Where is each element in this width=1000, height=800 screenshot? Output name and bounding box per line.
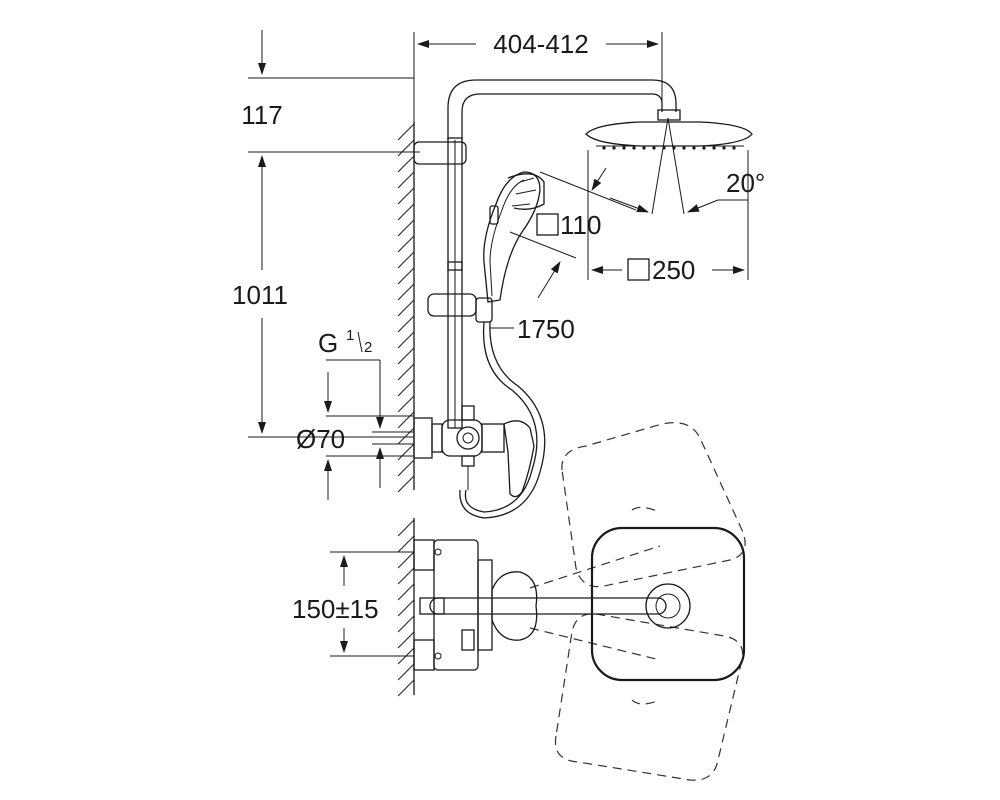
label-thread: G bbox=[318, 328, 338, 358]
lower-wall-hatching bbox=[397, 518, 415, 697]
dimension-thread-and-diameter bbox=[324, 359, 414, 500]
mixer-side-view bbox=[372, 405, 535, 498]
shower-hose bbox=[459, 321, 546, 519]
label-hose-length: 1750 bbox=[517, 314, 575, 344]
top-view-mixer bbox=[413, 539, 538, 671]
top-view-shower-head bbox=[590, 526, 746, 682]
dimension-hand-size bbox=[509, 167, 637, 299]
hand-shower-holder bbox=[427, 293, 493, 323]
dimension-tilt-angle bbox=[609, 197, 748, 213]
label-outlet-diameter: Ø70 bbox=[296, 424, 345, 454]
dimension-rail-height bbox=[248, 151, 420, 438]
label-arm-length: 404-412 bbox=[493, 29, 588, 59]
shower-head-nozzles bbox=[602, 146, 736, 150]
tilt-angle-lines bbox=[651, 117, 685, 215]
shower-arm bbox=[447, 79, 677, 140]
label-hand-size: 110 bbox=[560, 210, 601, 240]
shower-riser-rail bbox=[447, 137, 463, 429]
square-symbol-head bbox=[627, 258, 650, 281]
label-top-offset: 117 bbox=[241, 100, 282, 130]
top-view-arm bbox=[419, 597, 667, 615]
dimension-arm-length bbox=[413, 32, 663, 122]
label-head-size: 250 bbox=[652, 255, 695, 285]
label-tilt-angle: 20° bbox=[726, 168, 765, 198]
dimension-head-size bbox=[587, 150, 749, 280]
wall-bracket-top bbox=[413, 141, 467, 165]
thread-fraction-slash bbox=[357, 331, 363, 353]
label-thread-numerator: 1 bbox=[346, 327, 354, 344]
label-thread-denominator: 2 bbox=[364, 339, 372, 356]
label-connection-spacing: 150±15 bbox=[292, 594, 379, 624]
top-view-swing-outline bbox=[529, 422, 746, 781]
hand-shower bbox=[483, 171, 545, 303]
dimension-connection-spacing bbox=[330, 551, 414, 657]
dimension-top-offset bbox=[248, 30, 414, 79]
shower-head-side bbox=[585, 109, 753, 150]
square-symbol-hand bbox=[536, 213, 559, 236]
label-rail-height: 1011 bbox=[232, 280, 288, 310]
